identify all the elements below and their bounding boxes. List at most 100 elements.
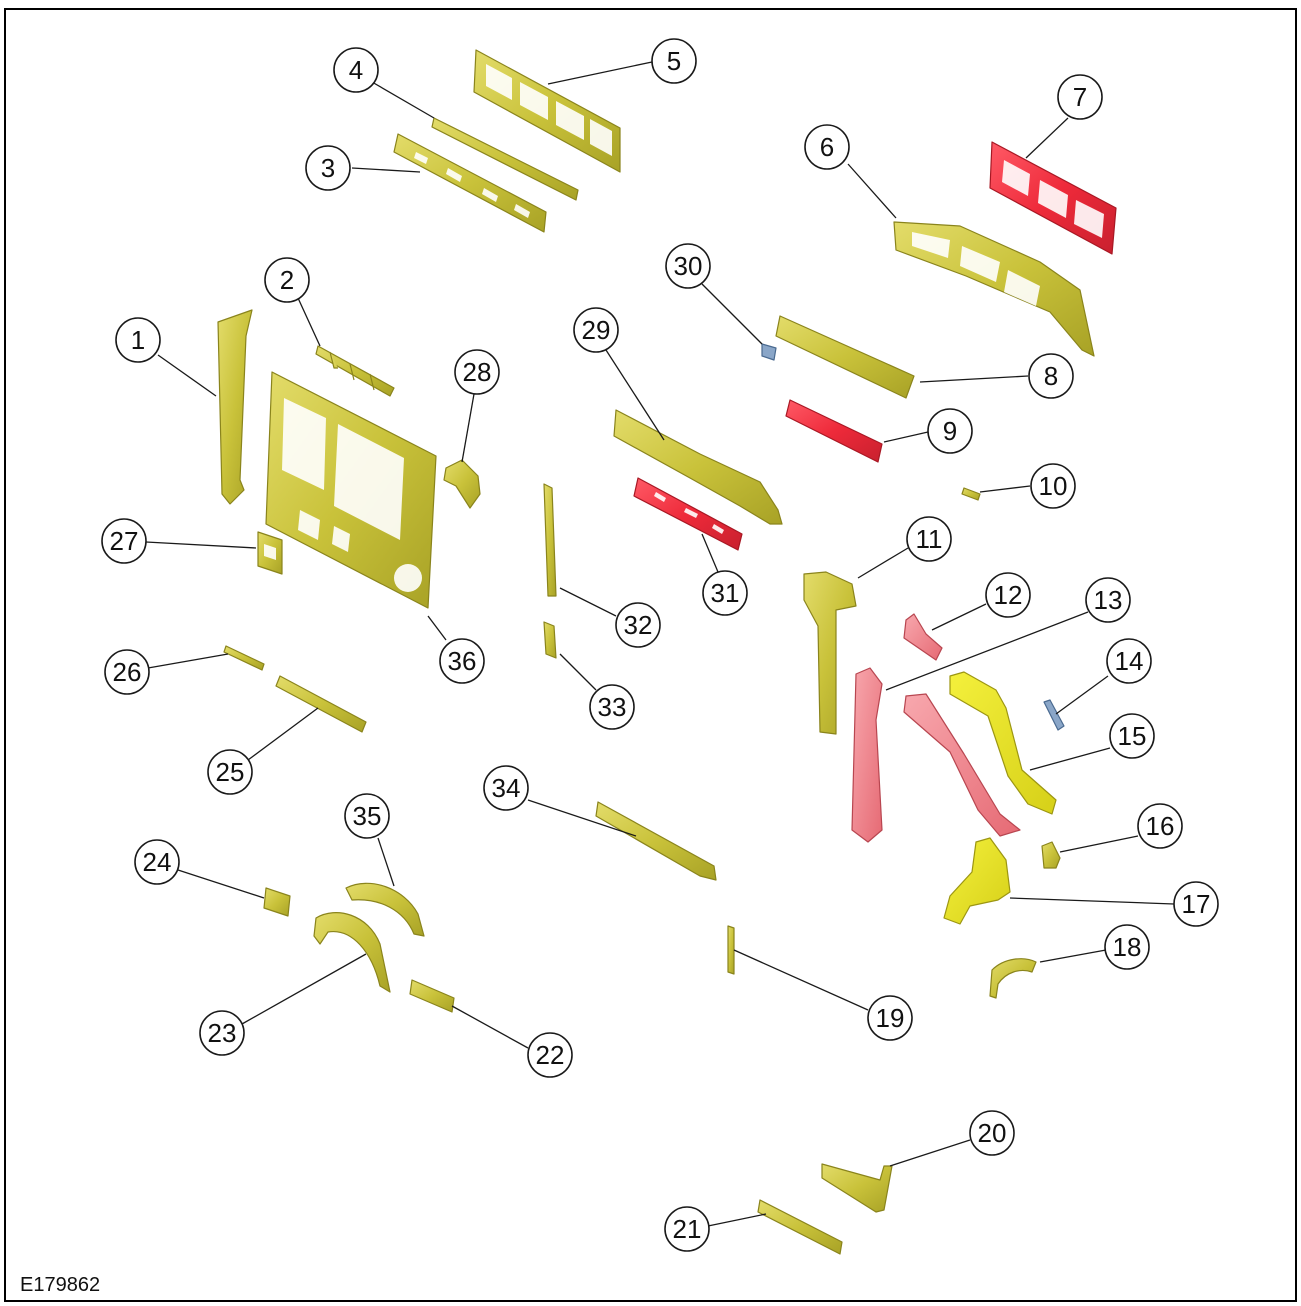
callout-26: 26 — [104, 649, 150, 695]
callout-7: 7 — [1057, 74, 1103, 120]
part-36-side-panel — [265, 371, 437, 609]
svg-text:3: 3 — [321, 153, 335, 183]
part-4-strip — [431, 117, 579, 201]
callout-31: 31 — [702, 570, 748, 616]
callout-22: 22 — [527, 1032, 573, 1078]
svg-text:21: 21 — [673, 1214, 702, 1244]
callout-21: 21 — [664, 1206, 710, 1252]
svg-text:12: 12 — [994, 580, 1023, 610]
svg-text:5: 5 — [667, 46, 681, 76]
svg-text:1: 1 — [131, 325, 145, 355]
part-19-strip — [727, 925, 735, 975]
callout-27: 27 — [101, 518, 147, 564]
part-13-pink-pillar — [851, 667, 883, 843]
callout-9: 9 — [927, 408, 973, 454]
svg-text:32: 32 — [624, 610, 653, 640]
part-33-clip — [543, 621, 557, 659]
part-15-yellow-pillar — [949, 671, 1057, 815]
svg-text:13: 13 — [1094, 585, 1123, 615]
part-35-arch — [345, 882, 425, 937]
part-3-beam — [393, 133, 547, 233]
svg-text:25: 25 — [216, 757, 245, 787]
svg-text:9: 9 — [943, 416, 957, 446]
part-17-housing — [943, 837, 1011, 925]
part-21-rail — [757, 1199, 843, 1255]
callout-36: 36 — [439, 638, 485, 684]
callout-17: 17 — [1173, 881, 1219, 927]
svg-text:11: 11 — [916, 524, 943, 554]
part-5-header-panel — [473, 49, 621, 173]
svg-text:4: 4 — [349, 55, 363, 85]
callout-4: 4 — [333, 47, 379, 93]
callout-3: 3 — [305, 145, 351, 191]
part-11-pillar — [803, 571, 857, 735]
svg-text:23: 23 — [208, 1018, 237, 1048]
callout-8: 8 — [1028, 353, 1074, 399]
callout-18: 18 — [1104, 924, 1150, 970]
callout-14: 14 — [1106, 638, 1152, 684]
svg-text:28: 28 — [463, 357, 492, 387]
callout-29: 29 — [573, 307, 619, 353]
svg-text:33: 33 — [598, 692, 627, 722]
part-27-plate — [257, 531, 283, 575]
callout-16: 16 — [1137, 803, 1183, 849]
svg-text:16: 16 — [1146, 811, 1175, 841]
part-32-post — [543, 483, 557, 597]
svg-text:2: 2 — [280, 265, 294, 295]
svg-text:34: 34 — [492, 773, 521, 803]
callout-28: 28 — [454, 349, 500, 395]
svg-text:20: 20 — [978, 1118, 1007, 1148]
svg-text:24: 24 — [143, 847, 172, 877]
callout-5: 5 — [651, 38, 697, 84]
part-34-sill — [595, 801, 717, 881]
svg-text:7: 7 — [1073, 82, 1087, 112]
svg-text:6: 6 — [820, 132, 834, 162]
svg-text:17: 17 — [1182, 889, 1211, 919]
callout-1: 1 — [115, 317, 161, 363]
callout-2: 2 — [264, 257, 310, 303]
svg-text:36: 36 — [448, 646, 477, 676]
leader-lines — [145, 61, 1175, 1227]
svg-text:10: 10 — [1039, 471, 1068, 501]
part-22-plate — [409, 979, 455, 1013]
callout-11: 11 — [906, 516, 952, 562]
svg-text:30: 30 — [674, 251, 703, 281]
callout-12: 12 — [985, 572, 1031, 618]
callout-19: 19 — [867, 995, 913, 1041]
svg-text:8: 8 — [1044, 361, 1058, 391]
callout-30: 30 — [665, 243, 711, 289]
part-12-pink-bracket — [903, 613, 943, 661]
part-14-blue-clip — [1043, 699, 1065, 731]
diagram-frame — [4, 8, 1297, 1302]
callout-10: 10 — [1030, 463, 1076, 509]
part-9-red-rail — [785, 399, 883, 463]
part-26-bar — [223, 645, 265, 671]
part-29-rail — [613, 409, 783, 525]
part-18-arch — [989, 958, 1037, 999]
svg-text:15: 15 — [1118, 721, 1147, 751]
part-30-bracket — [761, 343, 777, 361]
svg-text:14: 14 — [1115, 646, 1144, 676]
svg-text:22: 22 — [536, 1040, 565, 1070]
callout-23: 23 — [199, 1010, 245, 1056]
part-28-bracket — [443, 459, 481, 509]
svg-text:26: 26 — [113, 657, 142, 687]
callout-35: 35 — [344, 793, 390, 839]
callout-32: 32 — [615, 602, 661, 648]
part-23-wheel-arch — [313, 912, 391, 993]
part-31-red-rail — [633, 477, 743, 551]
svg-text:35: 35 — [353, 801, 382, 831]
callout-20: 20 — [969, 1110, 1015, 1156]
part-6-truss — [893, 221, 1095, 357]
callout-6: 6 — [804, 124, 850, 170]
part-13-inner-pink — [903, 693, 1021, 837]
figure-id-label: E179862 — [20, 1274, 101, 1296]
callout-34: 34 — [483, 765, 529, 811]
part-10-clip — [961, 487, 981, 501]
part-8-rail — [775, 315, 915, 399]
callout-24: 24 — [134, 839, 180, 885]
callout-13: 13 — [1085, 577, 1131, 623]
svg-text:18: 18 — [1113, 932, 1142, 962]
svg-text:29: 29 — [582, 315, 611, 345]
